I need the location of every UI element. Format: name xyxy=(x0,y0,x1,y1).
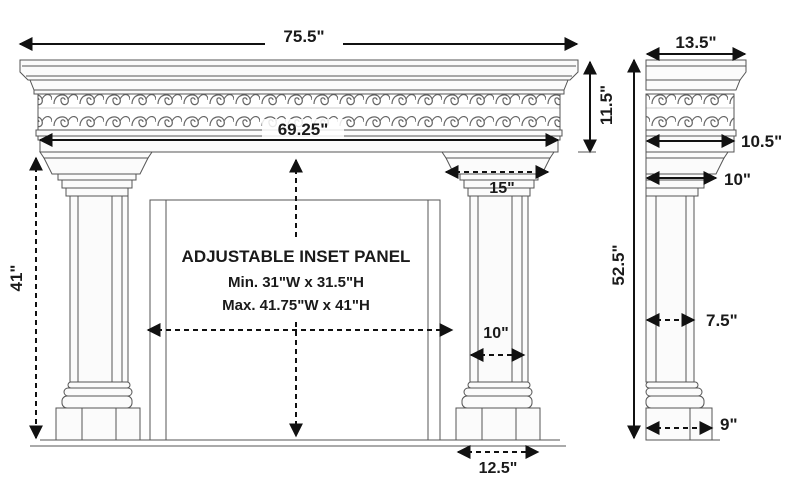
overall-width-label: 75.5" xyxy=(283,27,324,46)
mantel-shelf xyxy=(19,59,579,95)
panel-title: ADJUSTABLE INSET PANEL xyxy=(182,247,411,266)
leg-height-label: 41" xyxy=(7,265,26,292)
base-depth-label: 9" xyxy=(720,415,738,434)
column-depth-label: 7.5" xyxy=(706,311,738,330)
capital-width-label: 15" xyxy=(489,180,514,197)
panel-min-size: Min. 31"W x 31.5"H xyxy=(228,274,364,291)
inner-width-dimension xyxy=(38,119,560,147)
side-view xyxy=(645,59,747,441)
base-width-label: 12.5" xyxy=(479,460,518,477)
column-width-label: 10" xyxy=(483,325,508,342)
shelf-height-label: 11.5" xyxy=(597,85,616,125)
capital-depth-label: 10" xyxy=(724,170,751,189)
shelf-height-dimension xyxy=(578,60,597,154)
left-column xyxy=(39,151,153,441)
inner-width-label: 69.25" xyxy=(278,120,329,139)
frieze-depth-label: 10.5" xyxy=(741,132,782,151)
panel-max-size: Max. 41.75"W x 41"H xyxy=(222,297,370,314)
overall-width-dimension xyxy=(18,26,579,51)
total-height-label: 52.5" xyxy=(609,244,628,285)
shelf-depth-label: 13.5" xyxy=(675,33,716,52)
